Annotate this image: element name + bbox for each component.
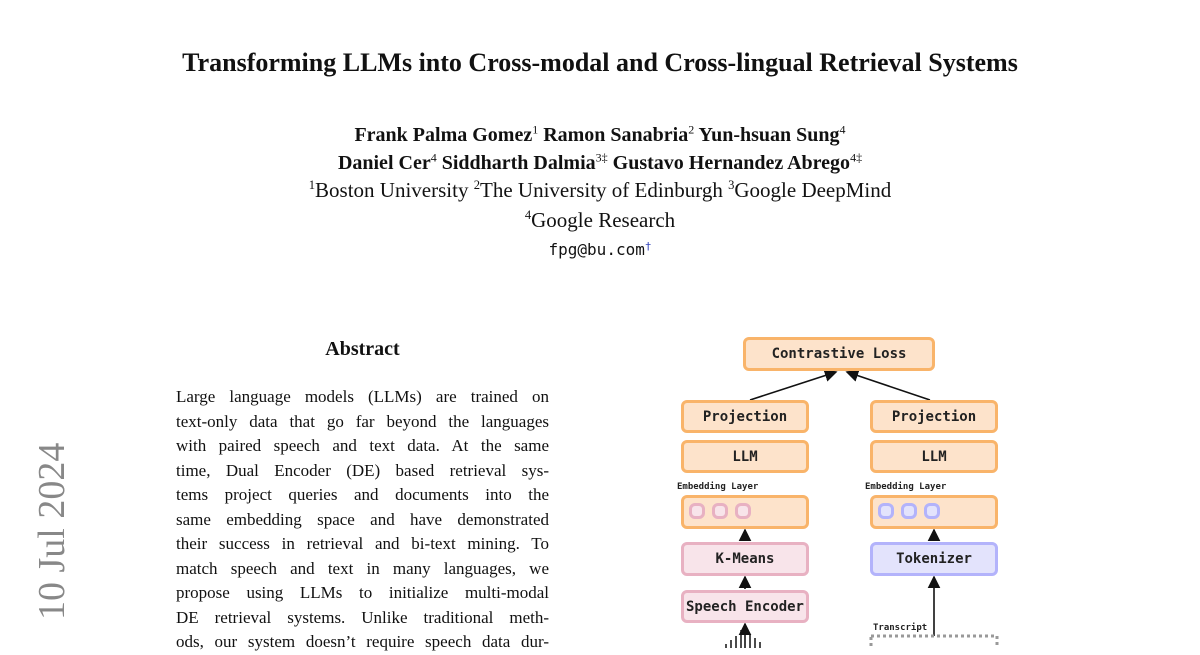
abstract-line: DE retrieval systems. Unlike traditional… [176,607,549,627]
abstract-line: propose using LLMs to initialize multi-m… [176,583,549,602]
text-llm-box: LLM [870,440,998,473]
token-circle [735,503,751,519]
abstract-line: Large language models (LLMs) are trained… [176,387,549,406]
speech-llm-box: LLM [681,440,809,473]
affiliation-line-2: 4Google Research [524,208,676,232]
abstract-line: text-only data that go far beyond the la… [176,411,549,431]
author: Gustavo Hernandez Abrego4‡ [612,150,863,174]
abstract-line: ods, our system doesn’t require speech d… [176,632,549,651]
text-projection-box: Projection [870,400,998,433]
waveform-icon [725,630,761,648]
speech-encoder-box: Speech Encoder [681,590,809,623]
author: Frank Palma Gomez1 [354,122,539,146]
abstract-line: their success in retrieval and bi-text m… [176,534,549,553]
arrow [845,369,931,401]
contact-email: fpg@bu.com† [0,240,1200,259]
abstract-line: same embedding space and have demonstrat… [176,509,549,529]
tokenizer-box: Tokenizer [870,542,998,576]
affiliations: 1Boston University 2The University of Ed… [308,178,892,202]
token-circle [924,503,940,519]
kmeans-box: K-Means [681,542,809,576]
author: Daniel Cer4 [337,150,437,174]
abstract-line: tems project queries and documents into … [176,485,549,504]
transcript-box [869,634,999,648]
speech-embedding-label: Embedding Layer [677,482,759,492]
speech-projection-box: Projection [681,400,809,433]
token-circle [878,503,894,519]
abstract-line: with paired speech and text data. At the… [176,436,549,455]
arrow [749,369,838,401]
abstract-heading: Abstract [325,338,400,360]
author-line-2: Daniel Cer4 Siddharth Dalmia3‡ Gustavo H… [0,150,1200,175]
author: Siddharth Dalmia3‡ [441,150,608,174]
author: Yun-hsuan Sung4 [698,122,846,146]
token-circle [712,503,728,519]
abstract-line: match speech and text in many languages,… [176,558,549,578]
footnote-mark[interactable]: † [644,240,652,253]
author: Ramon Sanabria2 [543,122,695,146]
token-circle [689,503,705,519]
email-link[interactable]: fpg@bu.com [548,240,645,259]
contrastive-loss-box: Contrastive Loss [743,337,935,371]
abstract-body: Large language models (LLMs) are trained… [176,385,549,655]
author-line-1: Frank Palma Gomez1 Ramon Sanabria2 Yun-h… [0,122,1200,147]
paper-title: Transforming LLMs into Cross-modal and C… [182,48,1018,77]
token-circle [901,503,917,519]
text-embedding-label: Embedding Layer [865,482,947,492]
abstract-line: time, Dual Encoder (DE) based retrieval … [176,460,549,480]
transcript-label: Transcript [873,623,928,633]
